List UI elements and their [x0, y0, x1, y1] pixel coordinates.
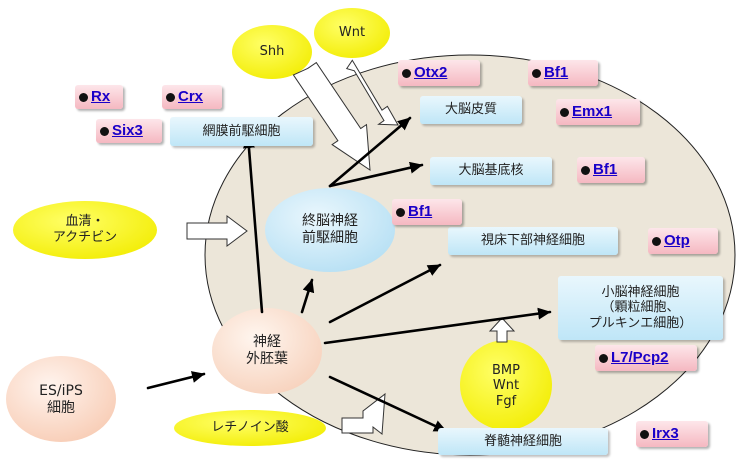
retinoic-acid-label: レチノイン酸: [211, 420, 289, 436]
es-to-neuroectoderm-arrow: [146, 371, 206, 390]
gene-marker-icon: [396, 207, 405, 217]
bmp-line: BMP: [492, 362, 520, 378]
neuroectoderm-label: 神経 外胚葉: [222, 331, 312, 371]
gene-marker-icon: [581, 165, 590, 175]
gene-tag-emx1: Emx1: [556, 99, 640, 125]
bmp-wnt-fgf-bubble: [460, 340, 552, 430]
gene-marker-icon: [599, 353, 608, 363]
hypothalamic-neuron-box: 視床下部神経細胞: [448, 227, 618, 255]
gene-tag-irx3: Irx3: [636, 421, 708, 447]
fgf-line: Fgf: [495, 393, 517, 409]
bmp-wnt-fgf-arrow: [488, 317, 516, 343]
cerebellar-neuron-box: 小脳神経細胞 （顆粒細胞、 プルキンエ細胞）: [558, 276, 723, 340]
cerebellar-line2: （顆粒細胞、: [601, 300, 680, 316]
gene-name-six3: Six3: [112, 122, 143, 139]
serum-activin-line1: 血清・: [65, 214, 105, 230]
gene-name-otp: Otp: [664, 232, 690, 249]
serum-activin-bubble: [13, 201, 157, 259]
gene-marker-icon: [652, 236, 661, 246]
cerebellar-line3: プルキンエ細胞）: [588, 315, 693, 331]
gene-marker-icon: [79, 92, 88, 102]
telencephalic-progenitor-line2: 前駆細胞: [302, 230, 358, 246]
basal-ganglia-box: 大脳基底核: [430, 157, 552, 185]
es-ips-line2: 細胞: [47, 400, 75, 416]
gene-tag-l7-pcp2: L7/Pcp2: [595, 345, 697, 371]
gene-tag-bf1-top: Bf1: [528, 60, 598, 86]
serum-activin-label: 血清・ アクチビン: [20, 210, 150, 250]
neuroectoderm-cell: [212, 308, 322, 394]
spinal-neuron-box: 脊髄神経細胞: [438, 428, 608, 455]
bmp-wnt-fgf-label: BMP Wnt Fgf: [470, 356, 542, 416]
gene-marker-icon: [532, 68, 541, 78]
shh-label: Shh: [259, 44, 285, 60]
neuroectoderm-to-hypothalamus-arrow: [328, 263, 442, 324]
neuroectoderm-line1: 神経: [253, 334, 281, 351]
gene-name-bf1-left: Bf1: [408, 203, 433, 220]
gene-tag-otp: Otp: [648, 228, 718, 254]
cerebellar-line1: 小脳神経細胞: [601, 284, 680, 300]
cerebral-cortex-box: 大脳皮質: [420, 96, 522, 124]
gene-tag-bf1-mid: Bf1: [577, 157, 645, 183]
progenitor-to-basal-ganglia-arrow: [328, 161, 424, 188]
gene-marker-icon: [100, 126, 109, 136]
retinoic-acid-bubble: [174, 410, 326, 446]
wnt-line: Wnt: [492, 378, 520, 394]
gene-name-l7-pcp2: L7/Pcp2: [611, 349, 669, 366]
gene-tag-otx2: Otx2: [398, 60, 480, 86]
neuroectoderm-to-progenitor-arrow: [300, 278, 315, 314]
gene-tag-crx: Crx: [162, 85, 222, 109]
gene-tag-rx: Rx: [75, 85, 123, 109]
retinoic-acid-arrow: [341, 392, 386, 435]
gene-name-emx1: Emx1: [572, 103, 613, 120]
gene-name-bf1-top: Bf1: [544, 64, 569, 81]
gene-marker-icon: [560, 107, 569, 117]
wnt-bubble: [314, 8, 390, 58]
gene-name-crx: Crx: [178, 88, 204, 105]
gene-name-bf1-mid: Bf1: [593, 161, 618, 178]
shh-arrow: [292, 61, 371, 171]
gene-marker-icon: [640, 429, 649, 439]
wnt-label: Wnt: [338, 25, 366, 41]
telencephalic-progenitor-label: 終脳神経 前駆細胞: [275, 210, 385, 250]
gene-name-rx: Rx: [91, 88, 111, 105]
gene-marker-icon: [402, 68, 411, 78]
shh-bubble: [232, 25, 312, 79]
telencephalic-progenitor-line1: 終脳神経: [302, 213, 358, 230]
serum-activin-line2: アクチビン: [52, 230, 118, 245]
telencephalic-progenitor-cell: [265, 188, 395, 272]
gene-marker-icon: [166, 92, 175, 102]
gene-tag-six3: Six3: [96, 119, 162, 143]
es-ips-cell: [6, 356, 116, 442]
neuroectoderm-to-retina-arrow: [242, 134, 264, 314]
serum-activin-arrow: [186, 215, 248, 247]
neuroectoderm-to-spinal-arrow: [328, 375, 448, 433]
retinal-progenitor-box: 網膜前駆細胞: [170, 117, 313, 146]
gene-name-otx2: Otx2: [414, 64, 448, 81]
gene-tag-bf1-left: Bf1: [392, 199, 462, 225]
neuroectoderm-to-cerebellum-arrow: [323, 307, 552, 345]
gene-name-irx3: Irx3: [652, 425, 679, 442]
es-ips-label: ES/iPS 細胞: [16, 380, 106, 420]
es-ips-line1: ES/iPS: [39, 383, 83, 400]
neuroectoderm-line2: 外胚葉: [246, 351, 288, 367]
progenitor-to-cortex-arrow: [328, 116, 412, 188]
